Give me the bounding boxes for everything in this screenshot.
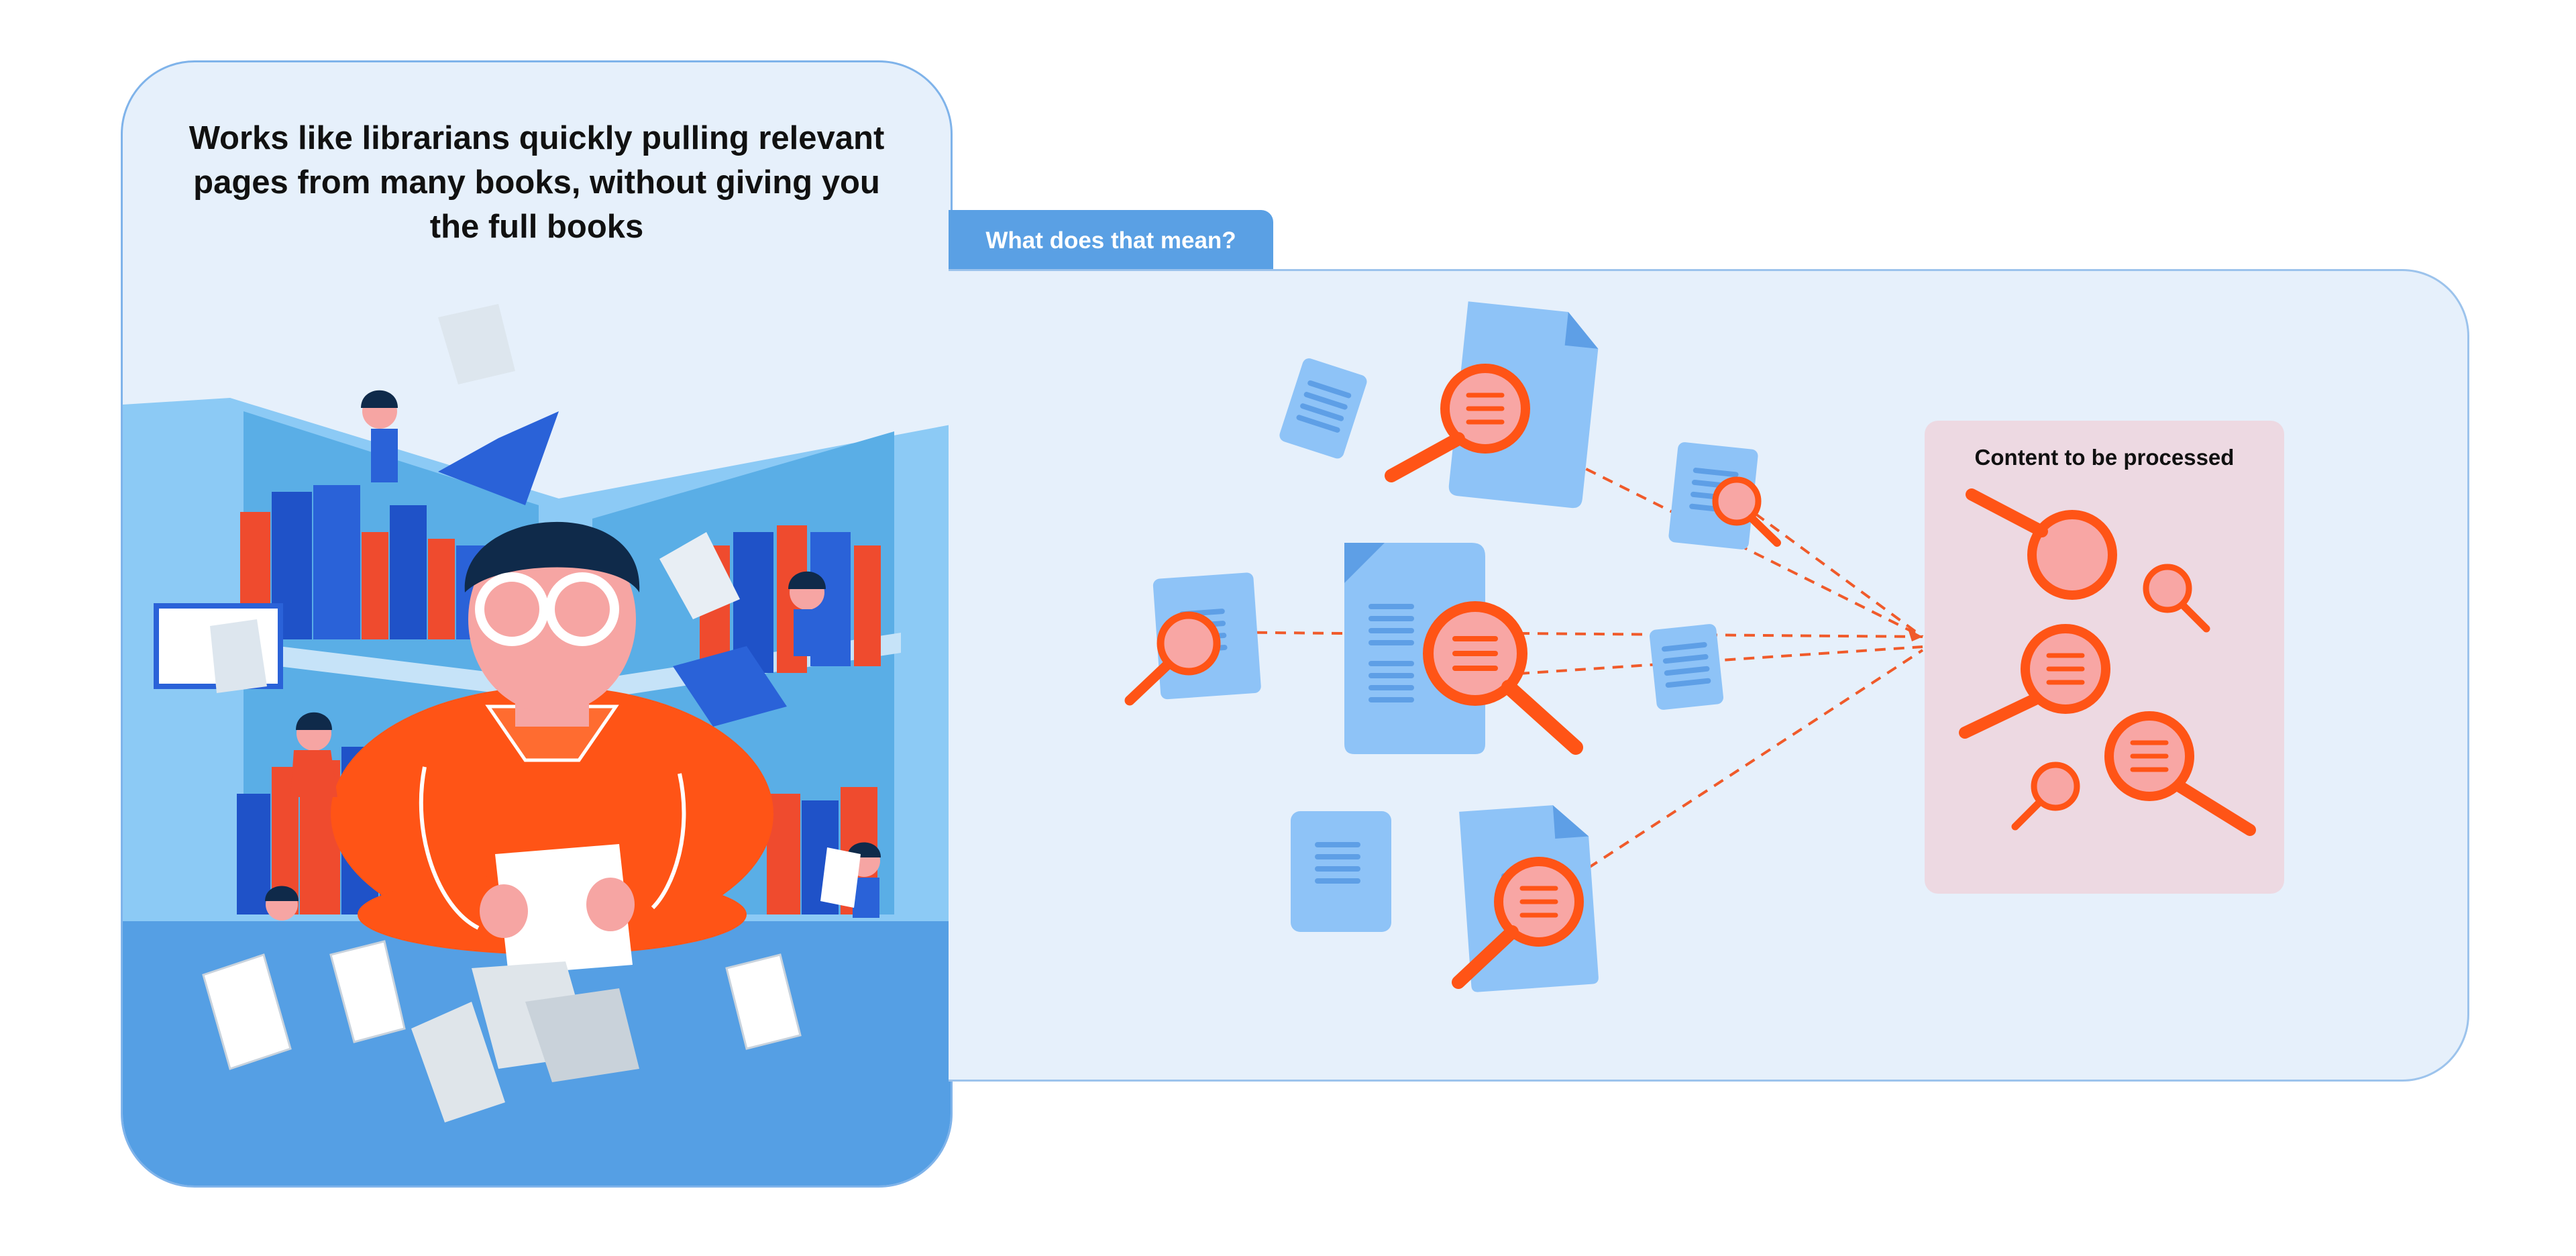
document-small-bottom-left <box>1291 811 1391 932</box>
box-title: Content to be processed <box>1974 445 2235 470</box>
magnifier-icon <box>2011 762 2080 831</box>
magnifier-icon <box>1959 624 2110 739</box>
magnifier-icon <box>1452 857 1584 989</box>
magnifier-icon <box>2143 564 2210 633</box>
magnifier-icon <box>1966 488 2117 600</box>
magnifier-icon <box>1712 476 1781 547</box>
retrieval-diagram <box>1124 301 1924 992</box>
document-small-top-left <box>1279 358 1367 459</box>
magnifier-icon <box>1423 601 1583 755</box>
magnifier-icon <box>1385 364 1530 482</box>
retrieval-diagram-panel: Content to be processed <box>949 269 2469 1082</box>
arrow-head <box>1908 629 1923 641</box>
document-small-center-right <box>1649 624 1724 710</box>
document-large-center <box>1344 543 1485 754</box>
books-upper-left <box>240 485 493 639</box>
content-to-be-processed-box: Content to be processed <box>1925 421 2284 894</box>
librarian-character <box>331 521 773 975</box>
what-does-that-mean-tab: What does that mean? <box>949 210 1273 272</box>
librarian-illustration <box>123 304 951 1186</box>
scattered-pages <box>202 940 802 1122</box>
target-magnifiers <box>1959 488 2256 836</box>
helper-figures <box>154 304 881 921</box>
librarian-illustration-card: Works like librarians quickly pulling re… <box>121 60 953 1188</box>
magnifier-icon <box>2104 711 2256 836</box>
magnifier-icon <box>1124 611 1221 706</box>
card-headline: Works like librarians quickly pulling re… <box>189 120 885 245</box>
tab-label: What does that mean? <box>985 227 1236 254</box>
